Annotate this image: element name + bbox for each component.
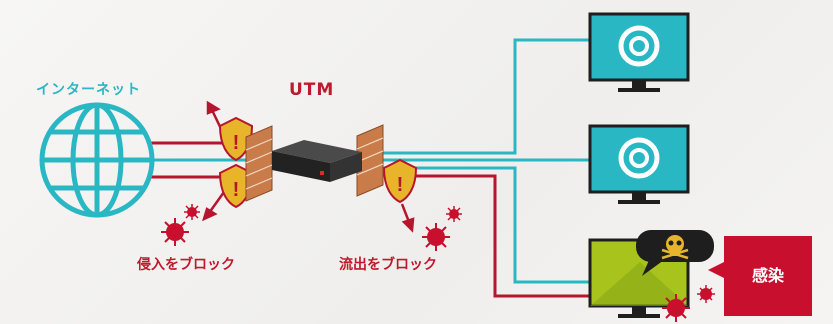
monitor-icon [588, 12, 690, 92]
firewall-icon [356, 124, 384, 197]
infection-callout-pointer [708, 262, 724, 278]
monitor-icon [588, 124, 690, 204]
warning-shield-icon: ! [218, 116, 254, 162]
internet-label: インターネット [36, 82, 141, 98]
virus-icon [422, 206, 462, 251]
svg-text:!: ! [233, 132, 240, 154]
block-outbound-label: 流出をブロック [339, 257, 437, 273]
infection-callout: 感染 [724, 236, 812, 316]
utm-label: UTM [289, 80, 335, 100]
skull-bubble-icon [636, 230, 714, 276]
virus-icon [662, 285, 715, 322]
svg-text:!: ! [397, 174, 404, 196]
block-inbound-label: 侵入をブロック [137, 257, 235, 273]
blocked-arrow-outbound [400, 203, 415, 233]
lan-links [378, 38, 590, 298]
infection-label: 感染 [751, 266, 784, 285]
warning-shield-icon: ! [382, 158, 418, 204]
firewall-icon [245, 125, 273, 202]
virus-icon [161, 204, 200, 246]
globe-icon [39, 102, 155, 218]
svg-text:!: ! [233, 179, 240, 201]
utm-device-icon [272, 140, 362, 182]
